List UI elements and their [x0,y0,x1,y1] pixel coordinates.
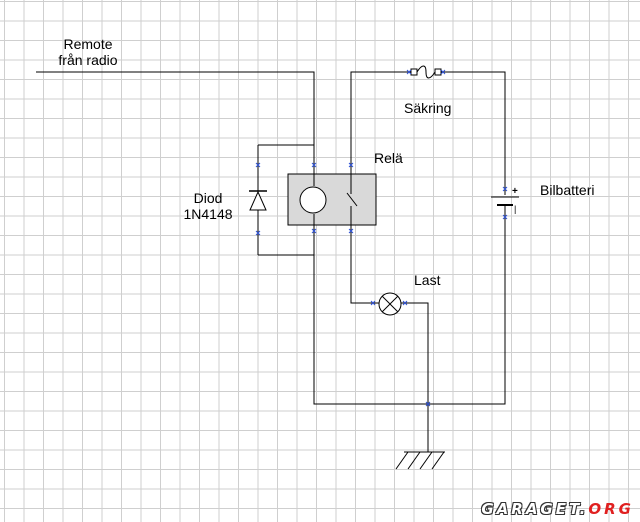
fuse-symbol [410,65,442,79]
node-marker [311,162,317,168]
node-marker [255,230,261,236]
node-marker [425,401,431,407]
node-marker [255,162,261,168]
battery-plus-sign: + [512,186,518,197]
relay-label: Relä [374,150,403,166]
diode-label-line1: Diod [193,190,223,206]
lamp-symbol [378,292,402,316]
coil-return-wire [313,226,428,405]
connection-nodes [255,69,508,407]
node-marker [348,162,354,168]
ground-rail-wire [428,216,506,405]
node-marker [348,228,354,234]
battery-positive-wire [441,71,506,195]
diode-label-line2: 1N4148 [183,206,233,222]
remote-label: Remote från radio [46,36,130,68]
node-marker [440,69,446,75]
node-marker [406,69,412,75]
node-marker [370,300,376,306]
remote-label-line1: Remote [63,36,113,52]
node-marker [402,300,408,306]
watermark-tld: ORG [588,500,634,518]
node-marker [311,228,317,234]
fuse-to-relay-wire [350,71,411,172]
watermark-name: GARAGET. [481,500,589,518]
load-label: Last [414,272,441,288]
load-return-wire [401,302,429,404]
battery-minus-sign: | [514,204,517,214]
relay-symbol [287,172,377,226]
diode-label: Diod 1N4148 [176,190,240,222]
battery-symbol [491,196,519,216]
ground-symbol [395,451,445,470]
fuse-label: Säkring [404,100,452,116]
node-marker [502,214,508,220]
diode-symbol [249,188,267,211]
node-marker [502,186,508,192]
battery-label: Bilbatteri [540,182,595,198]
switch-to-load-wire [350,226,379,304]
garaget-watermark: GARAGET.ORG [481,500,634,518]
remote-label-line2: från radio [58,52,118,68]
remote-wire [36,71,315,172]
